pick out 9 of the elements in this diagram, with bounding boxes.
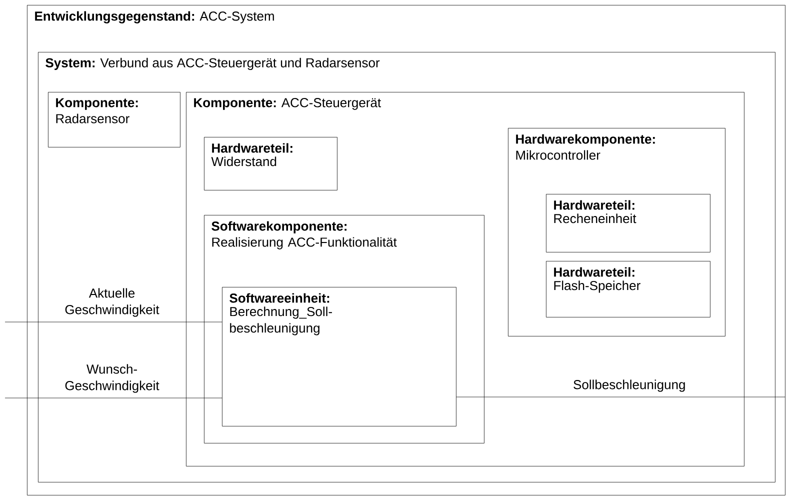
signal-line bbox=[456, 396, 786, 398]
signal-label: Aktuelle Geschwindigkeit bbox=[65, 288, 160, 317]
component-box: Hardwareteil: Recheneinheit bbox=[546, 194, 710, 252]
component-box: Softwareeinheit: Berechnung_Soll- beschleunigung bbox=[222, 287, 456, 426]
component-box: Hardwareteil: Widerstand bbox=[204, 137, 338, 190]
component-box: Komponente: Radarsensor bbox=[48, 92, 180, 148]
signal-label: Sollbeschleunigung bbox=[574, 380, 685, 392]
signal-label: Wunsch- Geschwindigkeit bbox=[65, 364, 160, 393]
component-box: Hardwareteil: Flash-Speicher bbox=[546, 261, 710, 318]
